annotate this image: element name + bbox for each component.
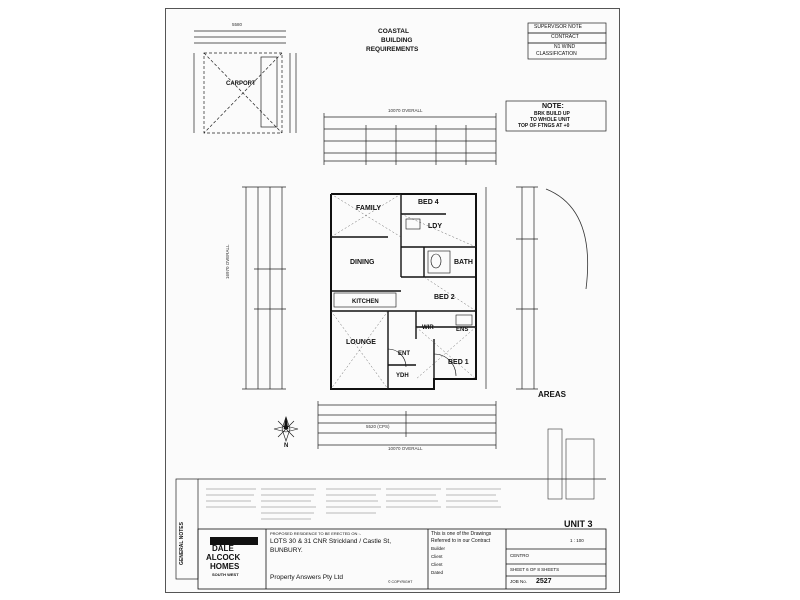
room-ydh: YDH	[396, 373, 409, 379]
north-label: N	[284, 443, 289, 449]
company-logo-icon	[210, 537, 258, 545]
note-line-2: TO WHOLE UNIT	[530, 117, 570, 123]
room-bed4: BED 4	[418, 199, 439, 206]
room-lounge: LOUNGE	[346, 339, 376, 346]
carport-top-dim: 5580	[232, 22, 243, 27]
bottom-sub-dim: 5520 (CPS)	[366, 424, 390, 429]
scale-label: 1 : 100	[570, 538, 584, 543]
company-line-3: HOMES	[210, 562, 240, 571]
contract-label: CONTRACT	[551, 34, 579, 40]
overall-side-dim: 16970 OVERALL	[225, 244, 230, 279]
field-dated: Dated	[431, 570, 444, 575]
floor-plan-drawing	[175, 22, 607, 590]
job-no-label: JOB No.	[510, 579, 528, 584]
refer-line-2: Referred to in our Contract	[431, 538, 491, 544]
room-kitchen: KITCHEN	[352, 299, 379, 305]
overall-bottom-dim: 10070 OVERALL	[388, 446, 423, 451]
room-ens: ENS	[456, 327, 469, 333]
general-notes-title: GENERAL NOTES	[179, 522, 185, 565]
carport-label: CARPORT	[226, 81, 256, 87]
north-arrow-icon	[273, 416, 299, 442]
coastal-line-1: COASTAL	[378, 28, 409, 35]
sheet-label: SHEET 6 OF 8 SHEETS	[510, 567, 560, 572]
wind-line-1: N1 WIND	[554, 44, 576, 50]
room-ent: ENT	[398, 351, 410, 357]
field-client-1: Client	[431, 554, 443, 559]
job-no-value: 2527	[536, 578, 552, 585]
room-wir: WIR	[422, 325, 434, 331]
room-dining: DINING	[350, 259, 375, 266]
field-client-2: Client	[431, 562, 443, 567]
note-title: NOTE:	[542, 103, 564, 110]
address-line-1: LOTS 30 & 31 CNR Strickland / Castle St,	[270, 538, 392, 545]
client-name: Property Answers Pty Ltd	[270, 574, 343, 581]
areas-title: AREAS	[538, 390, 567, 399]
coastal-line-3: REQUIREMENTS	[366, 46, 419, 53]
company-line-1: DALE	[212, 544, 234, 553]
room-ldy: LDY	[428, 223, 442, 230]
unit-label: UNIT 3	[564, 519, 593, 529]
drawing-sheet: 5580 COASTAL BUILDING REQUIREMENTS SUPER…	[165, 8, 620, 593]
centro-label: CENTRO	[510, 553, 529, 558]
room-bed2: BED 2	[434, 294, 455, 301]
supervisor-note: SUPERVISOR NOTE	[534, 24, 582, 30]
address-line-2: BUNBURY.	[270, 547, 303, 554]
field-builder: Builder	[431, 546, 446, 551]
proposed-label: PROPOSED RESIDENCE TO BE ERECTED ON :-	[270, 531, 361, 536]
note-line-1: BRK BUILD UP	[534, 111, 570, 117]
room-family: FAMILY	[356, 205, 382, 212]
overall-top-dim: 10070 OVERALL	[388, 108, 423, 113]
refer-line-1: This is one of the Drawings	[431, 531, 492, 537]
copyright-label: © COPYRIGHT	[388, 580, 413, 584]
company-line-2: ALCOCK	[206, 553, 241, 562]
wind-line-2: CLASSIFICATION	[536, 51, 577, 57]
coastal-line-2: BUILDING	[381, 37, 413, 44]
company-region: SOUTH WEST	[212, 572, 239, 577]
room-bath: BATH	[454, 259, 473, 266]
note-line-3: TOP OF FTNGS AT +0	[518, 123, 570, 129]
room-bed1: BED 1	[448, 359, 469, 366]
